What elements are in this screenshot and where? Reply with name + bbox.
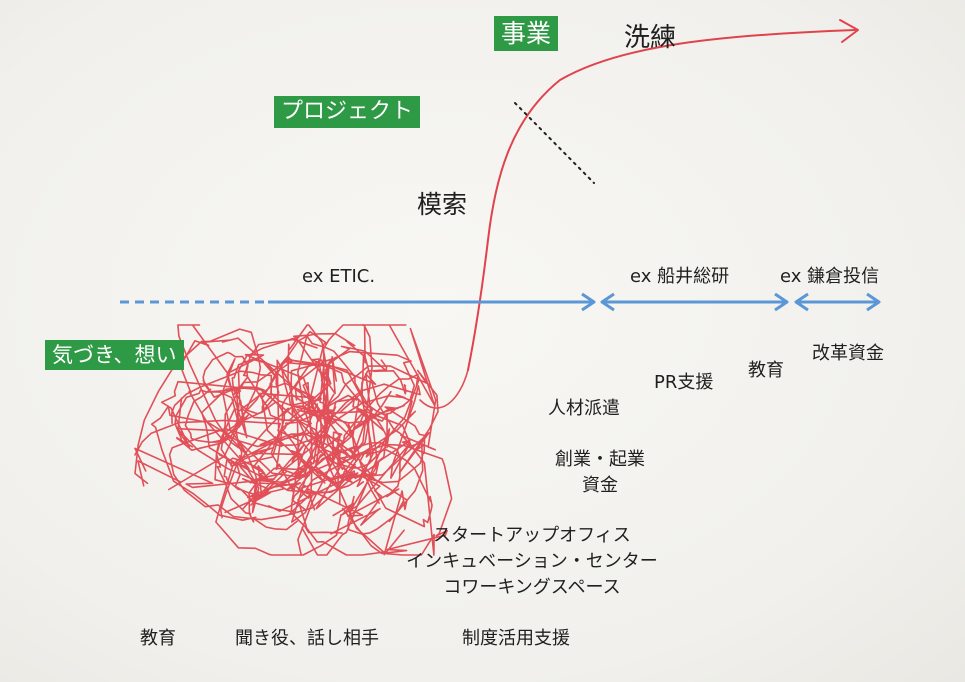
scribble-loop	[179, 337, 304, 448]
timeline-funai-right-arrowhead	[774, 292, 789, 312]
support-office-line3: コワーキングスペース	[443, 577, 621, 599]
tangled-ideas-scribble	[134, 324, 469, 556]
phase-refine-label: 洗練	[624, 23, 677, 53]
scribble-loop	[134, 419, 310, 489]
scribble-loop	[171, 370, 273, 432]
timeline-kamakura-left-arrowhead	[794, 292, 809, 312]
timeline-funai-left-arrowhead	[600, 292, 615, 312]
scribble-loop	[322, 324, 373, 471]
scribble-loop	[134, 328, 262, 491]
support-startup-funds-line2: 資金	[582, 475, 618, 497]
scribble-loop	[215, 447, 342, 556]
phase-explore-label: 模索	[417, 190, 468, 219]
example-kamakura-label: ex 鎌倉投信	[780, 266, 880, 287]
scribble-loop	[150, 405, 260, 521]
scribble-loop	[361, 324, 437, 452]
scribble-loop	[221, 353, 320, 478]
timeline-etic-arrowhead	[581, 292, 596, 312]
stage-business-label: 事業	[494, 16, 559, 52]
support-startup-funds-line1: 創業・起業	[555, 449, 645, 470]
scribble-loop	[234, 387, 343, 487]
scribble-loop	[237, 330, 329, 422]
support-education-bottom: 教育	[140, 628, 176, 649]
scribble-loop	[359, 448, 433, 528]
example-funai-label: ex 船井総研	[630, 266, 730, 287]
scribble-loop	[280, 332, 365, 415]
support-office-line1: スタートアップオフィス	[433, 525, 631, 546]
scribble-loop	[338, 373, 420, 464]
scribble-loop	[290, 350, 416, 424]
scribble-loop	[269, 360, 332, 410]
support-staffing: 人材派遣	[548, 398, 620, 419]
scribble-loop	[347, 440, 424, 535]
stage-awareness-label: 気づき、想い	[45, 340, 184, 371]
scribble-loop	[297, 412, 391, 556]
support-startup-funds: 創業・起業 資金	[525, 447, 675, 499]
growth-curve	[467, 29, 856, 371]
scribble-loop	[290, 475, 383, 535]
support-education-top: 教育	[748, 360, 784, 381]
scribble-loop	[248, 466, 313, 531]
support-system: 制度活用支援	[462, 628, 570, 649]
scribble-loop	[168, 427, 326, 521]
support-listener: 聞き役、話し相手	[235, 628, 379, 649]
scribble-loop	[215, 431, 260, 515]
support-office-line2: インキュベーション・センター	[406, 551, 658, 573]
support-reform-funds: 改革資金	[812, 343, 884, 364]
stage-project-label: プロジェクト	[274, 96, 421, 128]
scribble-loop	[252, 431, 365, 494]
scribble-loop	[359, 369, 407, 416]
support-office-spaces: スタートアップオフィス インキュベーション・センター コワーキングスペース	[378, 523, 686, 601]
scribble-connector	[419, 369, 469, 409]
phase-divider	[514, 102, 595, 184]
growth-curve-arrowhead	[839, 19, 859, 43]
scribble-loop	[275, 409, 361, 495]
scribble-loop	[219, 403, 319, 519]
timeline-kamakura-right-arrowhead	[866, 292, 881, 312]
support-pr: PR支援	[654, 372, 714, 393]
scribble-loop	[321, 398, 435, 556]
example-etic-label: ex ETIC.	[302, 266, 376, 287]
scribble-loop	[242, 337, 338, 421]
scribble-loop	[338, 443, 453, 555]
